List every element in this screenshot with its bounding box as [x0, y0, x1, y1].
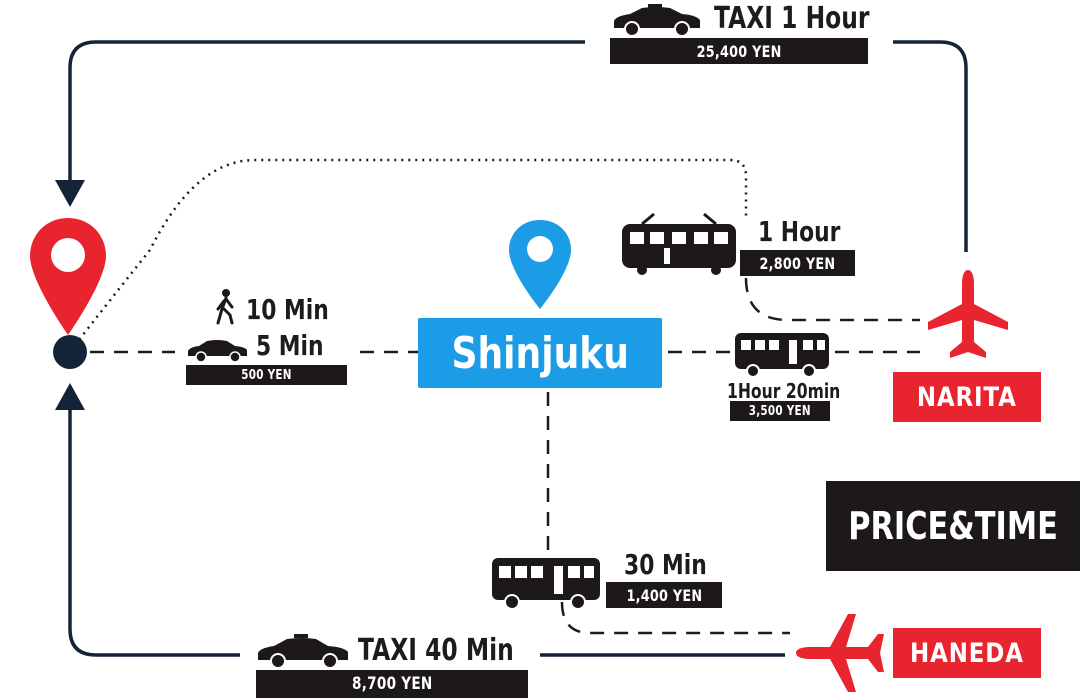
airplane-icon	[796, 614, 884, 692]
bus-icon	[735, 333, 829, 378]
haneda-bus-price: 1,400 YEN	[606, 582, 722, 608]
haneda-taxi-line-left	[68, 404, 240, 657]
narita-bus-time: 1Hour 20min	[727, 379, 841, 403]
narita-train-price: 2,800 YEN	[740, 250, 855, 276]
walking-person-icon	[216, 289, 234, 325]
local-taxi-time: 5 Min	[256, 329, 324, 362]
arrow-down-icon	[55, 180, 85, 207]
narita-taxi-time: TAXI 1 Hour	[714, 1, 870, 36]
location-pin-icon	[509, 220, 571, 309]
page-title: PRICE&TIME	[826, 481, 1080, 571]
narita-train-time: 1 Hour	[758, 215, 841, 248]
haneda-bus-time: 30 Min	[624, 548, 707, 581]
narita-bus-price: 3,500 YEN	[730, 401, 830, 421]
haneda-taxi-time: TAXI 40 Min	[358, 633, 514, 668]
arrow-up-icon	[55, 383, 85, 410]
taxi-icon	[258, 634, 348, 669]
haneda-taxi-price: 8,700 YEN	[256, 670, 528, 698]
train-icon	[622, 212, 736, 275]
destination-dot	[53, 335, 87, 369]
haneda-label: HANEDA	[893, 628, 1041, 678]
location-pin-icon	[30, 218, 106, 335]
train-dashed-line	[744, 277, 920, 322]
narita-taxi-price: 25,400 YEN	[610, 38, 868, 64]
bus-icon	[492, 558, 600, 610]
taxi-icon	[188, 340, 247, 363]
train-dotted-line	[74, 158, 748, 346]
narita-taxi-line-right	[893, 40, 968, 252]
local-price: 500 YEN	[186, 365, 347, 385]
shinjuku-label: Shinjuku	[418, 318, 662, 388]
narita-label: NARITA	[893, 372, 1041, 422]
airplane-icon	[928, 270, 1008, 358]
local-walk-time: 10 Min	[246, 293, 329, 326]
narita-taxi-line-left	[68, 40, 585, 185]
taxi-icon	[614, 4, 700, 37]
